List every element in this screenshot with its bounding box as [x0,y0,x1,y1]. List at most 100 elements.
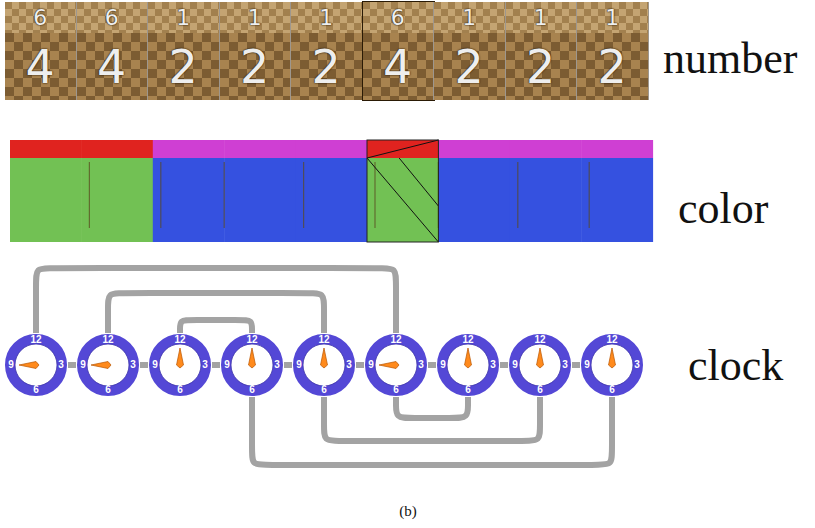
figure-caption: (b) [399,503,417,519]
clock-link [356,362,364,368]
clock-numeral: 3 [198,347,212,383]
clock-ring-edge [159,344,201,386]
front-number: 2 [240,44,269,90]
clock-numeral: 6 [522,383,558,397]
cube-seam [303,162,304,228]
label-holder: color [678,187,768,231]
cut-line [367,158,438,242]
clock-hand [321,348,328,368]
clock-numeral: 9 [4,347,18,383]
clock-link [140,362,148,368]
clock-numeral: 9 [580,347,594,383]
front-number: 4 [97,44,126,90]
clock-ring [10,339,62,391]
cube-front-face [296,158,368,242]
clock-numeral: 3 [126,347,140,383]
clock-hand [379,362,399,369]
clock-hand [91,362,111,369]
number-cube: 12 [434,2,506,100]
clock-ring [82,339,134,391]
cube-front-face: 4 [5,33,76,100]
number-cube: 64 [77,2,149,100]
clock-numeral: 3 [270,347,284,383]
cube-front-face: 2 [506,33,577,100]
clock-link [500,362,508,368]
cube-front-face: 2 [220,33,291,100]
clock-numeral: 3 [54,347,68,383]
cube-front-face [153,158,225,242]
cube-top-face: 6 [77,2,148,33]
cube-front-face: 4 [363,33,434,100]
cube-top-face [81,140,153,158]
cube-front-face [581,158,653,242]
cube-top-face [153,140,225,158]
clock-link [284,362,292,368]
clock-link [68,362,76,368]
clock-dial: 12936 [436,333,500,397]
cube-top-face: 6 [363,2,434,33]
top-number: 1 [319,7,333,29]
top-number: 1 [605,7,619,29]
cube-front-face [367,158,439,242]
clock-dial: 12936 [580,333,644,397]
clock-numeral: 12 [522,333,558,347]
clock-ring-edge [591,344,633,386]
clock-numeral: 12 [162,333,198,347]
top-number: 1 [534,7,548,29]
top-number: 6 [391,7,405,29]
clock-ring [586,339,638,391]
clock-link [180,320,252,333]
clock-ring [154,339,206,391]
clock-ring [370,339,422,391]
front-number: 2 [526,44,555,90]
clock-numeral: 12 [90,333,126,347]
cube-front-face [438,158,510,242]
clock-ring-edge [231,344,273,386]
cube-seam [374,162,375,228]
clock-ring [298,339,350,391]
top-number: 1 [176,7,190,29]
cube-top-face: 1 [220,2,291,33]
top-number: 1 [462,7,476,29]
clock-dial: 12936 [220,333,284,397]
clock-numeral: 3 [630,347,644,383]
color-cube-row [10,140,653,242]
clock-dial: 12936 [508,333,572,397]
clock-dial: 12936 [76,333,140,397]
number-cube: 12 [506,2,578,100]
cube-seam [89,162,90,228]
clock-numeral: 6 [378,383,414,397]
row-label: clock [688,341,783,390]
cube-front-face: 2 [291,33,362,100]
clock-dial: 12936 [148,333,212,397]
clock-numeral: 3 [558,347,572,383]
clock-link [428,362,436,368]
clock-ring-edge [87,344,129,386]
clock-numeral: 6 [234,383,270,397]
cube-top-face [296,140,368,158]
clock-ring-edge [447,344,489,386]
clock-numeral: 6 [18,383,54,397]
clock-link [324,397,540,441]
number-cube: 64 [363,2,435,100]
clock-numeral: 12 [450,333,486,347]
cube-seam [589,162,590,228]
top-number: 1 [248,7,262,29]
cube-top-face [581,140,653,158]
cube-top-face: 1 [506,2,577,33]
cut-line [367,140,438,158]
clock-numeral: 12 [594,333,630,347]
clock-ring-edge [303,344,345,386]
clock-hand [537,348,544,368]
clock-hand [465,348,472,368]
cube-top-face: 1 [291,2,362,33]
clock-link [36,268,396,333]
clock-hand [609,348,616,368]
clock-dial: 12936 [292,333,356,397]
clock-numeral: 12 [234,333,270,347]
clock-dial: 12936 [4,333,68,397]
number-cube: 12 [291,2,363,100]
cube-front-face: 2 [148,33,219,100]
cube-front-face [81,158,153,242]
clock-ring-edge [15,344,57,386]
